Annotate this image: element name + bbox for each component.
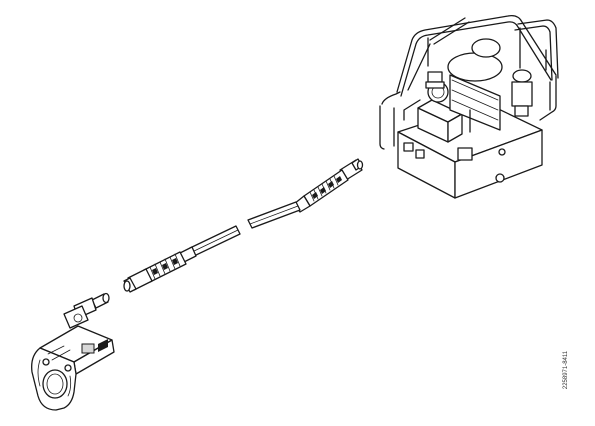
hydraulic-pump-unit <box>379 14 559 199</box>
reference-code: 2258971-8411 <box>560 330 572 410</box>
torque-wrench-head <box>31 292 115 411</box>
reference-code-text: 2258971-8411 <box>563 350 569 390</box>
hose-segment-lower <box>123 225 241 293</box>
hose-segment-upper <box>247 158 364 229</box>
